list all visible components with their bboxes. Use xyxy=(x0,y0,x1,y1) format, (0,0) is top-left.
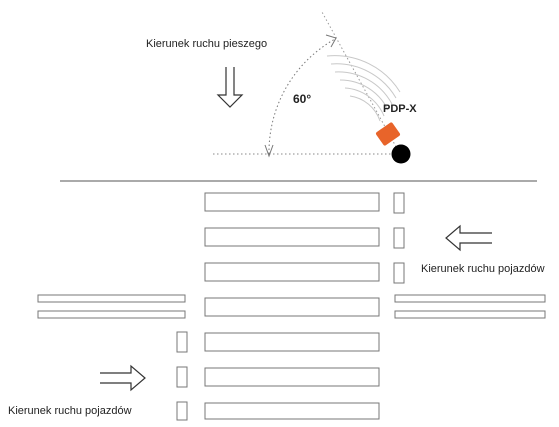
lane-dividers xyxy=(37,294,546,319)
left-side-posts xyxy=(176,331,188,421)
device-base xyxy=(391,144,411,164)
device-name-label: PDP-X xyxy=(383,103,417,115)
pdp-x-device xyxy=(376,122,411,164)
right-side-posts xyxy=(393,192,405,284)
angle-arc-arrow-bottom xyxy=(264,144,274,158)
vehicle-direction-arrow-right xyxy=(100,364,146,392)
angle-guide-line xyxy=(321,11,401,155)
vehicle-direction-label-right: Kierunek ruchu pojazdów xyxy=(421,263,545,275)
angle-label: 60° xyxy=(293,92,312,106)
pedestrian-direction-arrow xyxy=(216,67,244,108)
sensor-waves xyxy=(326,55,401,122)
angle-arc xyxy=(268,38,336,155)
vehicle-direction-arrow-left xyxy=(445,224,492,252)
angle-arc-arrow-top xyxy=(325,34,337,48)
device-body xyxy=(376,122,400,146)
pedestrian-direction-label: Kierunek ruchu pieszego xyxy=(146,38,268,50)
crosswalk-stripes xyxy=(204,192,380,420)
vehicle-direction-label-left: Kierunek ruchu pojazdów xyxy=(8,405,132,417)
